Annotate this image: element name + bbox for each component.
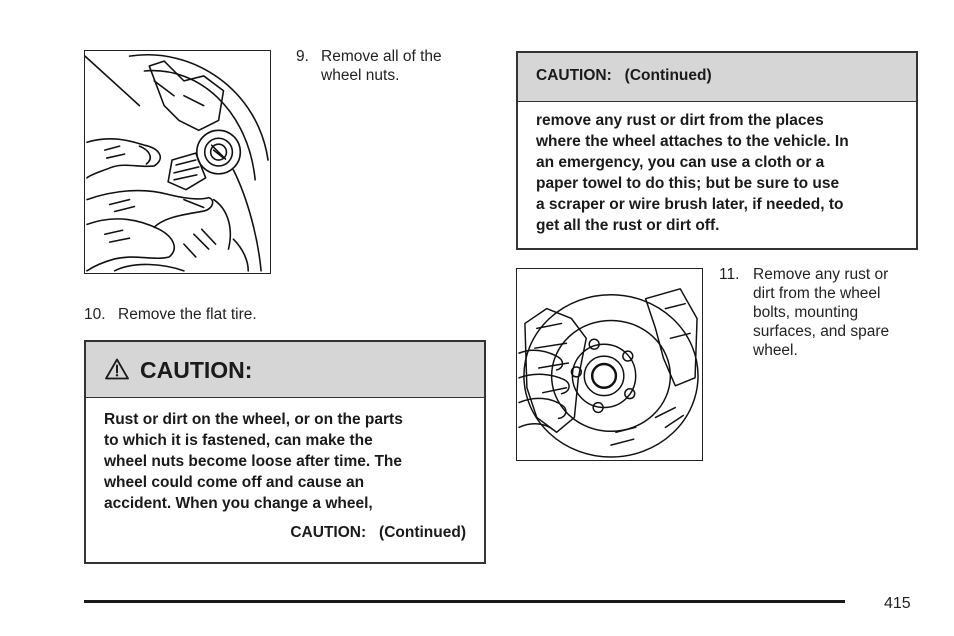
step-11-line-2: dirt from the wheel [753, 285, 881, 302]
caution-line: a scraper or wire brush later, if needed… [536, 196, 844, 213]
caution-continued-box: CAUTION: (Continued) remove any rust or … [516, 51, 918, 250]
step-9-number: 9. [296, 48, 309, 65]
caution-line: paper towel to do this; but be sure to u… [536, 175, 840, 192]
caution-line: accident. When you change a wheel, [104, 495, 373, 512]
step-10-text: Remove the flat tire. [118, 306, 257, 323]
step-10-number: 10. [84, 306, 106, 323]
step-11-number: 11. [719, 266, 740, 283]
wheel-nut-removal-illustration [84, 50, 271, 274]
step-11-line-4: surfaces, and spare [753, 323, 890, 340]
caution-box: CAUTION: Rust or dirt on the wheel, or o… [84, 340, 486, 564]
caution-continued-body: remove any rust or dirt from the places … [536, 110, 911, 236]
footer-rule [84, 600, 845, 603]
caution-line: wheel could come off and cause an [104, 474, 365, 491]
page-number: 415 [884, 595, 911, 612]
caution-body: Rust or dirt on the wheel, or on the par… [104, 409, 474, 514]
wheel-nut-drawing [85, 54, 269, 272]
step-11-line-5: wheel. [753, 342, 798, 359]
caution-line: an emergency, you can use a cloth or a [536, 154, 825, 171]
hub-cleaning-illustration [516, 268, 703, 461]
caution-line: get all the rust or dirt off. [536, 217, 720, 234]
caution-line: to which it is fastened, can make the [104, 432, 373, 449]
step-9-line-1: Remove all of the [321, 48, 442, 65]
step-11-line-3: bolts, mounting [753, 304, 859, 321]
caution-continued-header: CAUTION: (Continued) [518, 53, 916, 102]
step-11: 11. Remove any rust or dirt from the whe… [719, 265, 929, 365]
step-9: 9. Remove all of the wheel nuts. [296, 47, 496, 89]
hub-cleaning-drawing [518, 288, 699, 458]
step-11-line-1: Remove any rust or [753, 266, 889, 283]
caution-continued-title: CAUTION: (Continued) [536, 67, 712, 84]
caution-continued-label: CAUTION: (Continued) [290, 524, 466, 541]
caution-title: CAUTION: [140, 357, 253, 383]
caution-header: CAUTION: [86, 342, 484, 398]
warning-triangle-icon [105, 358, 129, 380]
step-10: 10. Remove the flat tire. [84, 305, 384, 327]
caution-line: where the wheel attaches to the vehicle.… [536, 133, 849, 150]
caution-line: Rust or dirt on the wheel, or on the par… [104, 411, 403, 428]
step-9-line-2: wheel nuts. [321, 67, 400, 84]
caution-line: wheel nuts become loose after time. The [104, 453, 403, 470]
caution-line: remove any rust or dirt from the places [536, 112, 824, 129]
